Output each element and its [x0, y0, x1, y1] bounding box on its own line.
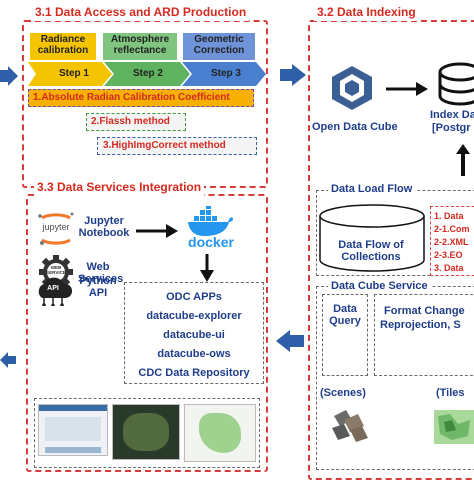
open-data-cube-label: Open Data Cube — [312, 121, 398, 133]
step2-label: Step 2 — [132, 68, 163, 79]
web-services-label: Web Services — [78, 261, 124, 285]
step1-label: Step 1 — [58, 68, 89, 79]
scenes-image — [332, 410, 368, 442]
format-change-box — [374, 294, 474, 376]
load-steps-list: 1. Data 2-1.Com 2-2.XML 2-3.EO 3. Data — [434, 210, 470, 275]
data-flow-cylinder — [319, 204, 425, 272]
database-icon — [438, 62, 474, 106]
step-chevrons — [28, 62, 266, 86]
data-load-flow-title: Data Load Flow — [331, 183, 413, 195]
indexing-section-title: 3.2 Data Indexing — [317, 5, 416, 19]
data-query-label: Data Query — [329, 303, 361, 327]
python-api-label: Python API — [79, 275, 117, 299]
odc-apps-title: ODC APPs — [166, 291, 222, 303]
atmosphere-reflectance-header: Atmosphere reflectance — [103, 33, 177, 60]
jupyter-notebook-label: Jupyter Notebook — [78, 215, 130, 239]
geometric-correction-header: Geometric Correction — [183, 33, 255, 60]
method3-label: 3.HighImgCorrect method — [103, 140, 226, 151]
load-step-2: 2-1.Com — [434, 224, 470, 234]
method2-box — [86, 113, 186, 131]
jupyter-to-docker-arrow — [136, 224, 178, 238]
up-arrow — [456, 144, 470, 176]
ard-section-title-wrap: 3.1 Data Access and ARD Production — [32, 3, 250, 21]
indexing-to-services-arrow — [276, 330, 304, 357]
outgoing-arrow — [0, 352, 16, 373]
odc-to-index-arrow — [386, 82, 428, 96]
tiles-image — [434, 410, 474, 444]
odc-app-explorer: datacube-explorer — [146, 310, 242, 322]
data-query-box — [322, 294, 368, 376]
open-data-cube-icon — [332, 66, 372, 110]
python-api-icon — [38, 277, 72, 306]
docker-icon — [188, 206, 233, 236]
ard-section-title: 3.1 Data Access and ARD Production — [35, 5, 247, 19]
docker-label: docker — [188, 234, 234, 250]
method1-box — [28, 89, 254, 107]
data-cube-service-title: Data Cube Service — [331, 280, 428, 292]
index-db-label-2: [Postgr — [432, 122, 471, 134]
format-change-label-2: Reprojection, S — [380, 319, 461, 331]
load-step-3: 2-2.XML — [434, 237, 469, 247]
step3-chevron — [182, 62, 266, 86]
jupyter-icon-text: jupyter — [42, 222, 70, 232]
tiles-label: (Tiles — [436, 387, 465, 399]
index-db-label-1: Index Da — [430, 109, 474, 121]
docker-to-apps-arrow — [200, 254, 214, 282]
python-api-icon-text: API — [47, 285, 59, 292]
screenshot-thumb-2 — [112, 404, 180, 460]
odc-app-repository: CDC Data Repository — [138, 367, 250, 379]
odc-app-ows: datacube-ows — [157, 348, 231, 360]
services-title-wrap: 3.3 Data Services Integration — [34, 178, 205, 196]
scenes-label: (Scenes) — [320, 387, 366, 399]
web-services-icon — [39, 255, 73, 289]
load-flow-title-wrap: Data Load Flow — [328, 179, 416, 197]
screenshots-strip — [34, 398, 260, 468]
services-section-title: 3.3 Data Services Integration — [37, 180, 202, 194]
load-steps-box — [430, 206, 474, 276]
odc-apps-box — [124, 282, 264, 384]
screenshot-thumb-1 — [38, 404, 108, 456]
load-step-1: 1. Data — [434, 211, 464, 221]
radiance-calibration-header: Radiance calibration — [30, 33, 96, 60]
method2-label: 2.Flassh method — [91, 116, 170, 127]
odc-app-ui: datacube-ui — [163, 329, 225, 341]
incoming-arrow — [0, 66, 18, 91]
load-step-5: 3. Data — [434, 263, 464, 273]
odc-apps-list: ODC APPs datacube-explorer datacube-ui d… — [124, 288, 264, 383]
method3-box — [97, 137, 257, 155]
step1-chevron — [28, 62, 112, 86]
step3-label: Step 3 — [210, 68, 241, 79]
format-change-label-1: Format Change — [384, 305, 465, 317]
indexing-title-wrap: 3.2 Data Indexing — [314, 3, 419, 21]
cube-service-title-wrap: Data Cube Service — [328, 276, 431, 294]
method1-label: 1.Absolute Radian Calibration Coefficien… — [33, 92, 230, 103]
load-step-4: 2-3.EO — [434, 250, 463, 260]
screenshot-thumb-3 — [184, 404, 256, 462]
step2-chevron — [104, 62, 190, 86]
ard-to-indexing-arrow — [280, 64, 306, 91]
cylinder-label: Data Flow of Collections — [338, 239, 404, 263]
jupyter-icon: jupyter — [36, 212, 76, 246]
web-services-icon-text: WEB SERVICE — [46, 265, 66, 275]
